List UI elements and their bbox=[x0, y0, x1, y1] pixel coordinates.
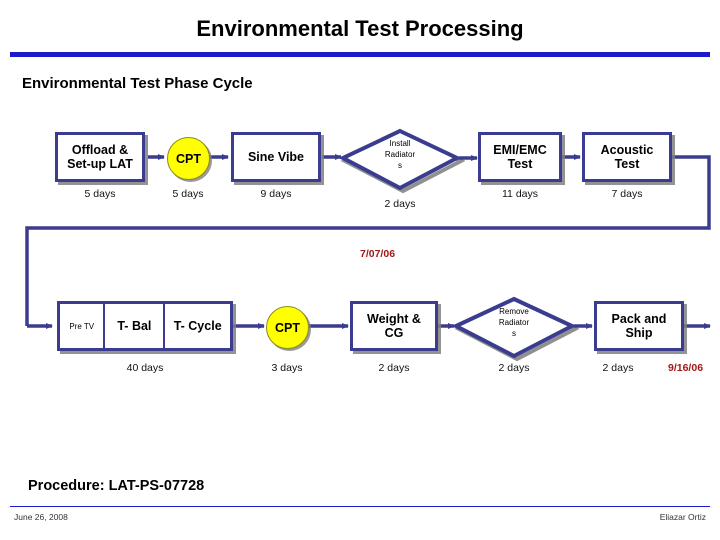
page-title: Environmental Test Processing bbox=[196, 16, 524, 41]
days-tv-group: 40 days bbox=[126, 362, 164, 374]
days-remove-radiators: 2 days bbox=[498, 362, 530, 374]
cell-t-bal[interactable]: T- Bal bbox=[105, 304, 166, 348]
title-divider bbox=[10, 52, 710, 57]
cell-pre-tv[interactable]: Pre TV bbox=[60, 304, 106, 348]
procedure-label: Procedure: LAT-PS-07728 bbox=[28, 478, 205, 494]
install-radiators-diamond bbox=[338, 128, 462, 191]
node-cpt-row1[interactable]: CPT bbox=[167, 137, 210, 180]
days-emi-emc-test: 11 days bbox=[502, 188, 538, 200]
node-label: CPT bbox=[275, 320, 300, 335]
days-install-radiators: 2 days bbox=[384, 198, 416, 210]
node-label: Weight &CG bbox=[367, 311, 421, 340]
days-acoustic-test: 7 days bbox=[611, 188, 643, 200]
node-tv-group[interactable]: Pre TV T- Bal T- Cycle bbox=[57, 301, 233, 351]
node-weight-cg[interactable]: Weight &CG bbox=[350, 301, 438, 351]
node-label: Offload &Set-up LAT bbox=[67, 142, 133, 171]
milestone-mid-date: 7/07/06 bbox=[360, 248, 396, 260]
days-sine-vibe: 9 days bbox=[260, 188, 292, 200]
footer-divider bbox=[10, 506, 710, 507]
days-weight-cg: 2 days bbox=[378, 362, 410, 374]
milestone-end-date: 9/16/06 bbox=[668, 362, 704, 374]
section-heading: Environmental Test Phase Cycle bbox=[22, 75, 253, 92]
remove-radiators-diamond bbox=[451, 296, 577, 359]
cell-t-cycle[interactable]: T- Cycle bbox=[173, 319, 222, 333]
footer-date: June 26, 2008 bbox=[14, 512, 68, 522]
node-label: CPT bbox=[176, 151, 201, 166]
days-cpt-row1: 5 days bbox=[172, 188, 204, 200]
node-label: Sine Vibe bbox=[247, 149, 305, 164]
days-offload-setup-lat: 5 days bbox=[84, 188, 116, 200]
days-pack-and-ship: 2 days bbox=[602, 362, 634, 374]
days-cpt-row2: 3 days bbox=[271, 362, 303, 374]
node-offload-setup-lat[interactable]: Offload &Set-up LAT bbox=[55, 132, 145, 182]
node-cpt-row2[interactable]: CPT bbox=[266, 306, 309, 349]
node-sine-vibe[interactable]: Sine Vibe bbox=[231, 132, 321, 182]
footer-author: Eliazar Ortiz bbox=[659, 512, 706, 522]
